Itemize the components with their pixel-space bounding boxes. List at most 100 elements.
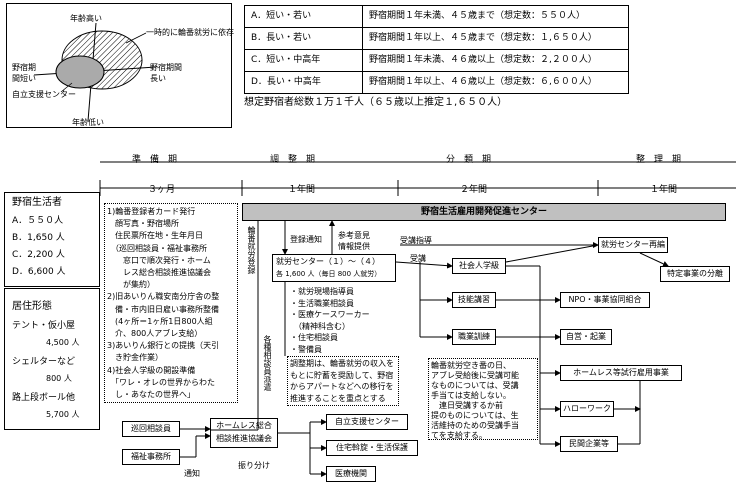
total-text: 想定野宿者総数１万１千人（６５歳以上推定１,６５０人） — [244, 97, 508, 108]
case-row: A．短い・若い野宿期間１年未満、４５歳まで（想定数：５５０人） — [244, 5, 629, 28]
legend-age-low: 年齢低い — [72, 118, 104, 127]
registration-notice: 登録通知 — [290, 235, 322, 244]
work-center-box — [272, 254, 396, 282]
duration-organize: １年間 — [650, 185, 678, 195]
self-employed-text: 自営・起業 — [566, 332, 606, 341]
job-training-text: 職業訓練 — [458, 332, 490, 341]
classify-note-line: てを支給する。 — [431, 431, 487, 440]
staff-item: ・警備員 — [290, 344, 322, 354]
patrol-box — [122, 421, 180, 437]
phase-timeline — [99, 161, 736, 196]
legend-callout-temp: 一時的に輪番就労に依存 — [146, 28, 234, 37]
patrol-text: 巡回相談員 — [131, 424, 171, 433]
prep-note-line: き貯金作業） — [107, 353, 163, 363]
reorg-text: 就労センター再編 — [601, 240, 665, 249]
legend-age-high: 年齢高い — [70, 14, 102, 23]
homeless-title: 野宿生活者 — [12, 197, 62, 208]
phase-prep: 準 備 期 — [132, 155, 178, 165]
staff-item: ・医療ケースワーカー — [290, 310, 370, 319]
adjust-note-line: 推進することを重点とする — [290, 393, 386, 403]
skills-text: 技能講習 — [458, 295, 490, 304]
grey-ellipse — [55, 55, 105, 89]
classify-note-line: 連日受講するか前 — [431, 401, 503, 410]
case-desc: 野宿期間１年以上、４５歳まで（想定数：１,６５０人） — [362, 27, 629, 50]
case-label: D．長い・中高年 — [244, 71, 363, 94]
trial-text: ホームレス等試行雇用事業 — [573, 368, 669, 377]
case-desc: 野宿期間１年未満、４５歳まで（想定数：５５０人） — [362, 5, 629, 28]
prep-note-line: 備・市内旧日雇い事務所整備 — [107, 304, 219, 314]
legend-period-long: 野宿期間長い — [150, 63, 182, 83]
dest-medical-text: 医療機関 — [335, 469, 367, 478]
residence-value: 5,700 人 — [46, 410, 80, 419]
prep-note-line: し・あなたの世界へ」 — [107, 390, 195, 399]
prep-note-line: レス総合相談推進協議会 — [107, 268, 211, 277]
homeless-item: B．1,650 人 — [12, 233, 65, 243]
work-center-line2: 各 1,600 人（毎日 800 人就労） — [276, 270, 382, 278]
residence-value: 4,500 人 — [46, 338, 80, 347]
prep-note-line: 窓口で順次発行・ホーム — [107, 255, 211, 265]
adjust-note-line: からアパートなどへの移行を — [290, 382, 394, 391]
hellowork-text: ハローワーク — [563, 404, 611, 413]
adjust-note-line: 調整期は、輪番就労の収入を — [290, 359, 394, 368]
homeless-item: C．2,200 人 — [12, 250, 65, 260]
classify-note-line: 手当ては支給しない。 — [431, 391, 511, 400]
prep-note-line: 2)旧あいりん職安南分庁舎の整 — [107, 292, 220, 302]
case-label: B．長い・若い — [244, 27, 363, 50]
rotation-register-label: 輪番就労登録 — [247, 226, 256, 274]
work-center-line1: 就労センター（１）～（４） — [276, 257, 380, 266]
split-box — [660, 266, 730, 282]
course-label: 受講 — [410, 254, 426, 263]
classify-note-line: なものについては、受講 — [431, 381, 519, 390]
legend-period-short: 野宿期間短い — [12, 63, 36, 83]
allocate-label: 振り分け — [238, 461, 270, 470]
center-banner-text: 野宿生活雇用開発促進センター — [420, 207, 547, 217]
case-row: C．短い・中高年野宿期間１年未満、４６歳以上（想定数：２,２００人） — [244, 49, 629, 72]
prep-note-line: （巡回相談員・福祉事務所 — [107, 243, 207, 253]
duration-classify: ２年間 — [460, 185, 488, 195]
phase-classify: 分 類 期 — [446, 155, 492, 165]
npo-text: NPO・事業協同組合 — [568, 295, 642, 304]
adjust-note-box — [287, 356, 399, 406]
residence-label: 路上段ボール他 — [12, 393, 76, 403]
case-desc: 野宿期間１年以上、４６歳以上（想定数：６,６００人） — [362, 71, 629, 94]
course-guidance: 受講指導 — [400, 236, 432, 245]
duration-prep: ３ヶ月 — [148, 185, 176, 195]
case-label: C．短い・中高年 — [244, 49, 363, 72]
reference-opinion: 参考意見情報提供 — [338, 231, 370, 251]
phase-adjust: 調 整 期 — [270, 155, 316, 165]
classify-note-box — [428, 358, 538, 440]
social-class-text: 社会人学級 — [459, 261, 499, 270]
residence-label: テント・仮小屋 — [12, 321, 76, 331]
prep-note-line: 介、800人アブレ支給） — [107, 329, 203, 338]
case-row: B．長い・若い野宿期間１年以上、４５歳まで（想定数：１,６５０人） — [244, 27, 629, 50]
dest-support-text: 自立支援センター — [335, 417, 399, 426]
cases-table: A．短い・若い野宿期間１年未満、４５歳まで（想定数：５５０人）B．長い・若い野宿… — [244, 5, 629, 94]
case-row: D．長い・中高年野宿期間１年以上、４６歳以上（想定数：６,６００人） — [244, 71, 629, 94]
prep-note-line: 4)社会人学級の開設準備 — [107, 365, 196, 375]
welfare-text: 福祉事務所 — [131, 452, 171, 461]
prep-note-line: が集約） — [107, 280, 155, 290]
case-label: A．短い・若い — [244, 5, 363, 28]
prep-note-line: 3)あいりん銀行との提携（天引 — [107, 341, 220, 351]
prep-note-line: (4ヶ所＝1ヶ所1日800人組 — [107, 316, 213, 326]
prep-notes-box — [104, 203, 238, 403]
homeless-item: D．6,600 人 — [12, 267, 66, 277]
residence-label: シェルターなど — [12, 357, 76, 367]
classify-note-line: 提のものについては、生 — [431, 411, 519, 420]
council-line1: ホームレス総合 — [216, 421, 272, 430]
private-text: 民間企業等 — [569, 439, 609, 448]
classify-note-line: 輪番就労空き番の日、 — [431, 361, 511, 370]
staff-item: ・就労現場指導員 — [290, 287, 354, 296]
staff-item: ・生活職業相談員 — [290, 298, 354, 308]
classify-note-line: 活維持のための受講手当 — [431, 421, 519, 430]
center-banner — [242, 203, 726, 221]
case-desc: 野宿期間１年未満、４６歳以上（想定数：２,２００人） — [362, 49, 629, 72]
dest-housing-text: 住宅斡旋・生活保護 — [336, 443, 408, 452]
staff-item: （精神科含む） — [290, 321, 350, 331]
consult-dispatch-label: 各種相談員派遣 — [263, 335, 272, 391]
council-line2: 相談推進協議会 — [216, 434, 272, 443]
council-box — [210, 418, 278, 448]
adjust-note-line: もとに貯蓄を奨励して、野宿 — [290, 370, 394, 380]
prep-note-line: 1)輪番登録者カード発行 — [107, 207, 196, 216]
staff-item: ・住宅相談員 — [290, 333, 338, 342]
